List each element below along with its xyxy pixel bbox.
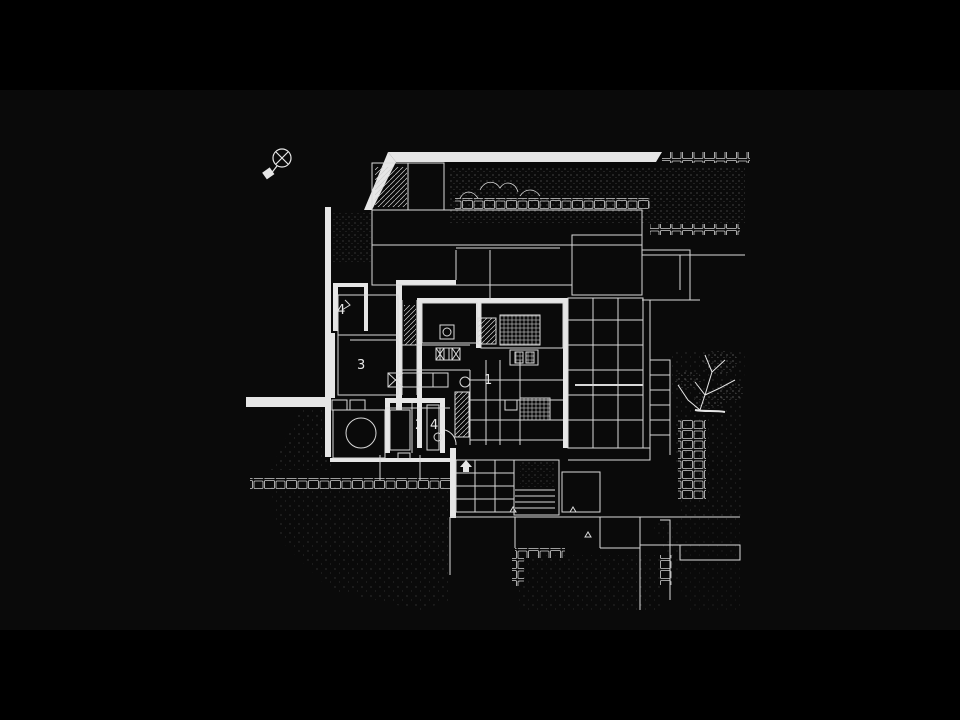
room-labels: 1 2 3 4 4 [337,303,492,433]
room-label-4-toilet: 4 [430,418,438,433]
north-arrow-icon [262,148,292,180]
room-label-1: 1 [484,373,492,388]
letterbox-bottom [0,630,960,720]
plan-lines [331,162,745,610]
stone-walls [250,152,750,586]
entrance-arrow-icon [460,460,472,472]
shrubs [459,181,541,199]
room-label-2: 2 [415,418,423,433]
room-label-4-storage: 4 [337,303,345,318]
tree-icon [674,350,744,413]
room-label-3: 3 [357,358,365,373]
letterbox-top [0,0,960,90]
